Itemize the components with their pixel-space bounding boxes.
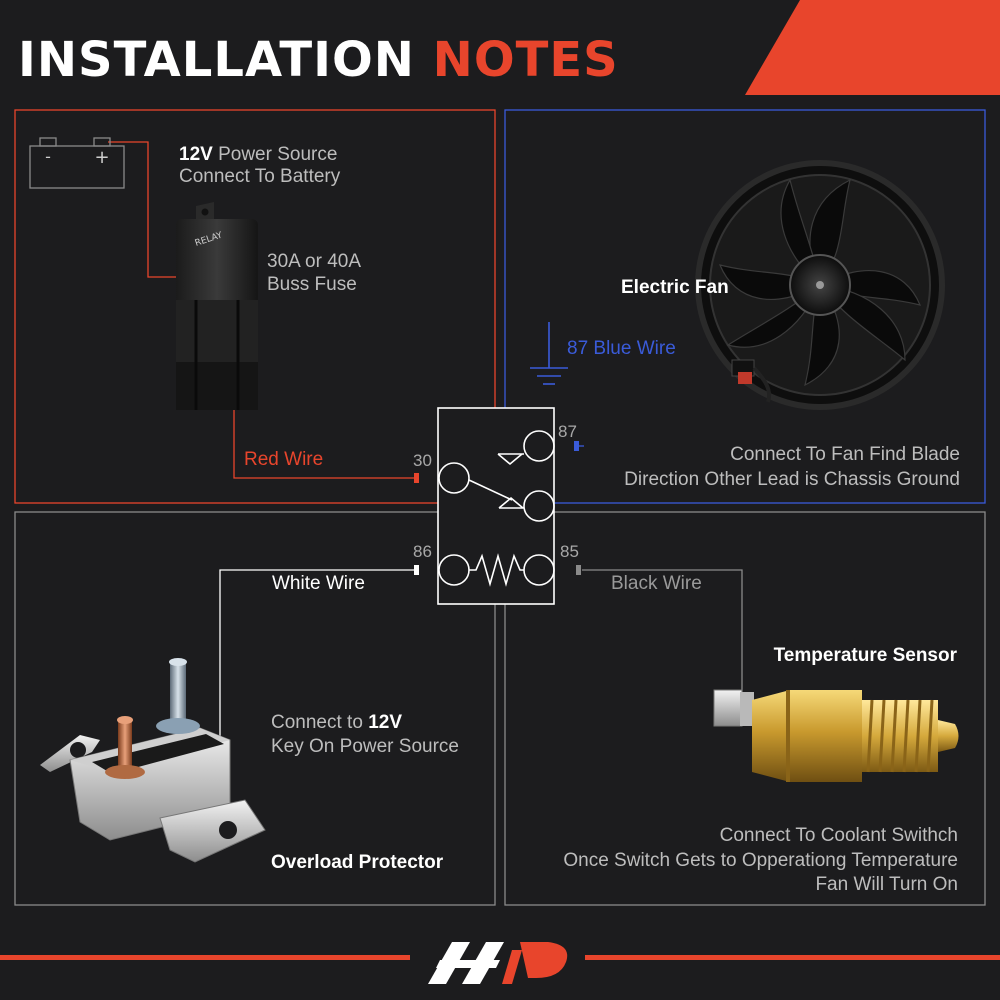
white-wire-label: White Wire [272,573,365,594]
pin-86-marker [414,565,419,575]
fuse-rating-label: 30A or 40A [267,251,362,272]
battery-minus: - [45,147,51,166]
power-source-text: Power Source [218,144,338,165]
black-wire-label: Black Wire [611,573,702,594]
protector-connect-label: Connect to 12V [271,711,402,735]
temperature-sensor-icon [713,689,959,782]
power-source-label: 12V Power Source [179,143,337,167]
title-word-1: INSTALLATION [18,32,415,88]
pin-30-label: 30 [413,451,432,470]
ground-icon [530,322,568,385]
sensor-note-line-3: Fan Will Turn On [815,874,958,895]
circuit-breaker-icon [40,658,266,863]
pin-85-marker [576,565,581,575]
power-voltage: 12V [179,144,213,165]
pin-87-marker [574,441,579,451]
wire-battery-to-fuse [108,141,182,278]
battery-plus: + [94,147,109,168]
sensor-note-line-1: Connect To Coolant Swithch [719,825,958,846]
black-wire-line [582,569,743,694]
brand-logo-icon [428,942,568,984]
footer-bar-left [0,955,410,960]
red-wire-label: Red Wire [244,449,324,470]
footer-bar-right [585,955,1000,960]
fuse-type-label: Buss Fuse [267,274,357,295]
battery-connect-label: Connect To Battery [179,166,341,187]
protector-connect-text: Connect to [271,712,363,733]
panel-sensor [504,511,986,906]
protector-voltage: 12V [368,712,402,733]
sensor-note-line-2: Once Switch Gets to Opperationg Temperat… [563,850,958,871]
panel-protector [14,511,496,906]
relay-icon: RELAY [176,202,258,410]
title-word-2: NOTES [432,32,619,88]
battery-icon: - + [29,137,125,189]
overload-protector-title: Overload Protector [271,852,444,873]
protector-key-on-label: Key On Power Source [271,736,459,757]
relay-schematic-icon [437,407,555,605]
page-title: INSTALLATION NOTES [18,30,619,90]
pin-86-label: 86 [413,542,432,561]
fan-note-line-1: Connect To Fan Find Blade [730,444,960,465]
corner-accent [745,0,1000,95]
temperature-sensor-title: Temperature Sensor [773,645,957,666]
panel-fan [504,109,986,504]
electric-fan-title: Electric Fan [621,277,729,298]
blue-wire-label: 87 Blue Wire [567,338,676,359]
pin-85-label: 85 [560,542,579,561]
fan-note-line-2: Direction Other Lead is Chassis Ground [624,469,960,490]
fan-icon [695,160,945,410]
panel-power [14,109,496,504]
pin-30-marker [414,473,419,483]
pin-87-label: 87 [558,422,577,441]
